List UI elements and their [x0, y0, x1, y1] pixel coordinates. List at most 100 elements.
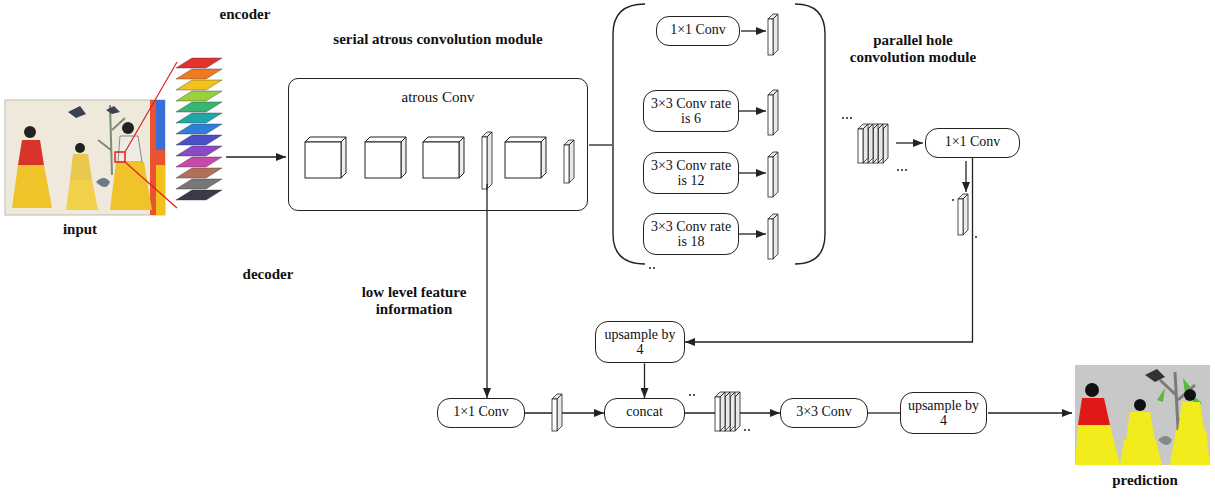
- ellipsis-dots: [842, 117, 844, 119]
- process-box: upsample by 4: [595, 321, 685, 364]
- prediction-image: [1158, 436, 1172, 445]
- connector: [525, 412, 604, 413]
- ellipsis-dots: [846, 117, 848, 119]
- feature-cube: [423, 142, 459, 178]
- feature-cube: [365, 137, 406, 142]
- spectral-layer: [176, 168, 222, 178]
- branch-arrows: [739, 110, 766, 111]
- branch-arrows: [965, 161, 966, 192]
- low-level-tap: [486, 184, 487, 211]
- node-text: 3×3 Conv: [787, 404, 861, 419]
- feature-cube: [365, 137, 406, 178]
- node-text: atrous Conv: [295, 89, 581, 106]
- connector: [868, 412, 900, 413]
- feature-slab: [958, 199, 963, 235]
- feature-slab: [482, 132, 492, 189]
- feature-cube: [505, 142, 541, 178]
- input-arrow: [226, 156, 286, 157]
- feature-cube: [305, 137, 346, 142]
- prediction-image: [1170, 430, 1210, 465]
- node-text: 3×3 Conv rate is 12: [650, 158, 732, 189]
- process-box: 1×1 Conv: [656, 16, 740, 46]
- ellipsis-dots: [952, 199, 954, 201]
- feature-cube: [305, 142, 341, 178]
- spectral-layer: [176, 146, 222, 156]
- spectral-layer: [176, 91, 222, 101]
- feature-slab: [768, 214, 778, 259]
- node-text: concat: [611, 404, 678, 419]
- prediction-image: [1078, 398, 1110, 425]
- input-image: [68, 106, 86, 118]
- input-image: [118, 136, 142, 162]
- feature-slab: [858, 129, 863, 163]
- branch-arrows: [739, 233, 766, 234]
- feature-cube: [365, 142, 401, 178]
- spectral-layer: [176, 113, 222, 123]
- module-link: [589, 144, 612, 145]
- feature-slab: [552, 399, 557, 431]
- spectral-layer: [176, 58, 222, 68]
- feature-cube: [341, 137, 346, 178]
- input-image: [150, 100, 165, 215]
- feature-slab: [768, 90, 778, 135]
- node-text: 3×3 Conv rate is 18: [650, 219, 732, 250]
- spectral-layers: [176, 58, 222, 200]
- branch-arrows: [896, 142, 923, 143]
- feature-slab: [715, 397, 720, 431]
- feature-cube: [541, 137, 546, 178]
- prediction-image: [1184, 389, 1196, 401]
- caption-label: input: [40, 221, 120, 238]
- spectral-layer: [176, 102, 222, 112]
- bracket: [613, 4, 825, 264]
- feature-slab: [958, 194, 968, 235]
- node-text: 1×1 Conv: [663, 22, 733, 37]
- branch-arrows: [741, 30, 766, 31]
- feature-cube: [423, 137, 464, 178]
- feature-slab: [768, 157, 773, 197]
- caption-label: prediction: [1090, 472, 1200, 489]
- ellipsis-dots: [649, 117, 977, 431]
- node-text: 3×3 Conv rate is 6: [650, 96, 732, 127]
- spectral-layer: [176, 135, 222, 145]
- ellipsis-dots: [693, 394, 695, 396]
- spectral-layer: [176, 124, 222, 134]
- feature-slab: [858, 124, 868, 163]
- ellipsis-dots: [748, 429, 750, 431]
- feature-cube: [401, 137, 406, 178]
- prediction-image: [1120, 440, 1162, 465]
- bracket: [795, 4, 825, 264]
- input-image: [115, 152, 125, 162]
- process-box: 3×3 Conv rate is 12: [643, 152, 739, 195]
- module-heading: serial atrous convolution module: [289, 31, 587, 48]
- input-image: [12, 165, 52, 208]
- input-image: [156, 100, 165, 150]
- caption-label: parallel hole convolution module: [838, 32, 988, 67]
- ellipsis-dots: [897, 169, 899, 171]
- input-image: [5, 100, 165, 215]
- ellipsis-dots: [901, 169, 903, 171]
- feature-slab: [552, 394, 562, 431]
- ellipsis-dots: [744, 429, 746, 431]
- feature-maps: [305, 132, 574, 189]
- bracket: [613, 4, 645, 264]
- spectral-layer: [176, 190, 222, 200]
- feature-slab: [564, 140, 574, 183]
- input-image: [24, 126, 36, 138]
- input-image: [5, 62, 177, 215]
- node-text: upsample by 4: [602, 327, 678, 358]
- process-box: 3×3 Conv rate is 6: [643, 90, 739, 133]
- prediction-image: [1075, 365, 1210, 465]
- spectral-layer: [176, 69, 222, 79]
- feature-cube: [423, 137, 464, 142]
- ellipsis-dots: [649, 267, 651, 269]
- caption-label: encoder: [210, 6, 280, 23]
- feature-cube: [505, 137, 546, 142]
- prediction-image: [1085, 383, 1099, 397]
- input-image: [75, 143, 85, 153]
- process-box: 1×1 Conv: [925, 128, 1020, 158]
- module-box: serial atrous convolution moduleatrous C…: [288, 78, 588, 211]
- input-image: [110, 162, 152, 210]
- ellipsis-dots: [689, 394, 691, 396]
- prediction-image: [1134, 399, 1146, 411]
- feature-cube: [505, 137, 546, 178]
